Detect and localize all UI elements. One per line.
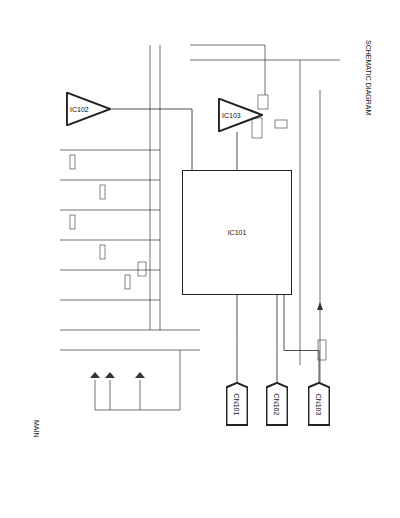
signal-wire [237,132,238,170]
signal-wire [277,295,278,382]
signal-wire [284,295,319,382]
part-reference: CN103 [316,392,323,416]
part-reference: CN102 [274,392,281,416]
amplifier-symbol: IC103 [218,98,263,132]
sheet-title: SCHEMATIC DIAGRAM [365,40,372,115]
part-reference: IC101 [227,229,248,236]
amplifier-symbol: IC102 [66,92,111,126]
part-reference: CN101 [234,392,241,416]
signal-wire [111,109,192,170]
connector-plug: CN103 [308,382,330,426]
section-label: MAIN [33,420,40,438]
ic-block: IC101 [182,170,292,295]
connector-plug: CN102 [266,382,288,426]
part-reference: IC103 [221,112,242,119]
signal-wire [237,295,238,382]
part-reference: IC102 [69,106,90,113]
connector-plug: CN101 [226,382,248,426]
